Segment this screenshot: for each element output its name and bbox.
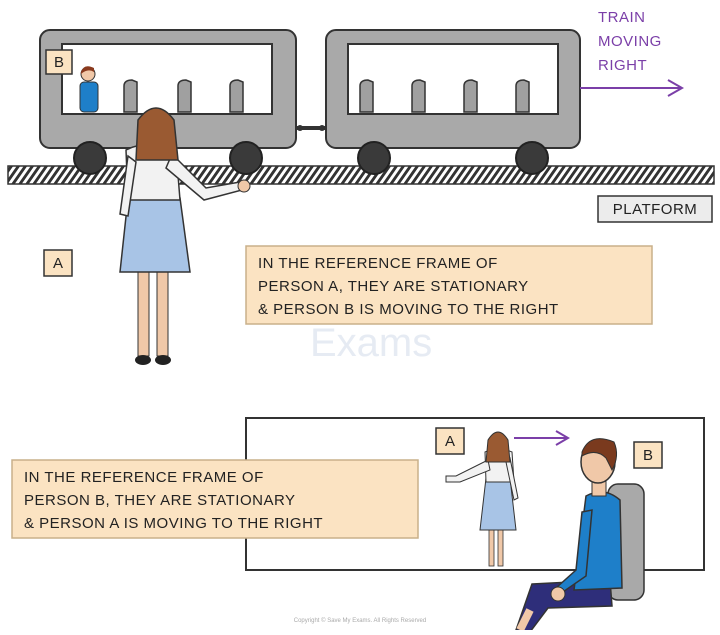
copyright-notice: Copyright © Save My Exams. All Rights Re… [294,617,426,624]
person-b-small [79,66,99,113]
caption-a-line-2: PERSON A, THEY ARE STATIONARY [258,278,529,295]
person-a-large [119,107,251,365]
train-direction-arrow [580,79,685,97]
train-car-2 [325,29,581,175]
train-car-1 [39,29,297,175]
platform-label-box: PLATFORM [597,195,713,223]
train-moving-label-2: MOVING [598,33,662,50]
watermark: Exams [310,321,432,365]
person-a-label: A [53,255,63,272]
caption-a-line-1: IN THE REFERENCE FRAME OF [258,255,498,272]
person-b-label: B [54,54,64,71]
caption-b-line-1: IN THE REFERENCE FRAME OF [24,469,264,486]
caption-frame-a: IN THE REFERENCE FRAME OF PERSON A, THEY… [245,245,653,325]
train-moving-label-1: TRAIN [598,9,646,26]
person-a-direction-arrow [514,430,570,446]
platform-label: PLATFORM [613,201,698,218]
person-a-label-box: A [43,249,73,277]
caption-b-line-3: & PERSON A IS MOVING TO THE RIGHT [24,515,323,532]
caption-frame-b: IN THE REFERENCE FRAME OF PERSON B, THEY… [11,459,419,539]
person-b-large-label: B [643,447,653,464]
caption-a-line-3: & PERSON B IS MOVING TO THE RIGHT [258,301,559,318]
person-a-small [445,431,519,567]
person-a-small-label: A [445,433,455,450]
caption-b-line-2: PERSON B, THEY ARE STATIONARY [24,492,296,509]
person-b-large [514,438,645,633]
person-b-label-box: B [45,49,73,75]
person-a-small-label-box: A [435,427,465,455]
person-b-large-label-box: B [633,441,663,469]
train-moving-label-3: RIGHT [598,57,647,74]
